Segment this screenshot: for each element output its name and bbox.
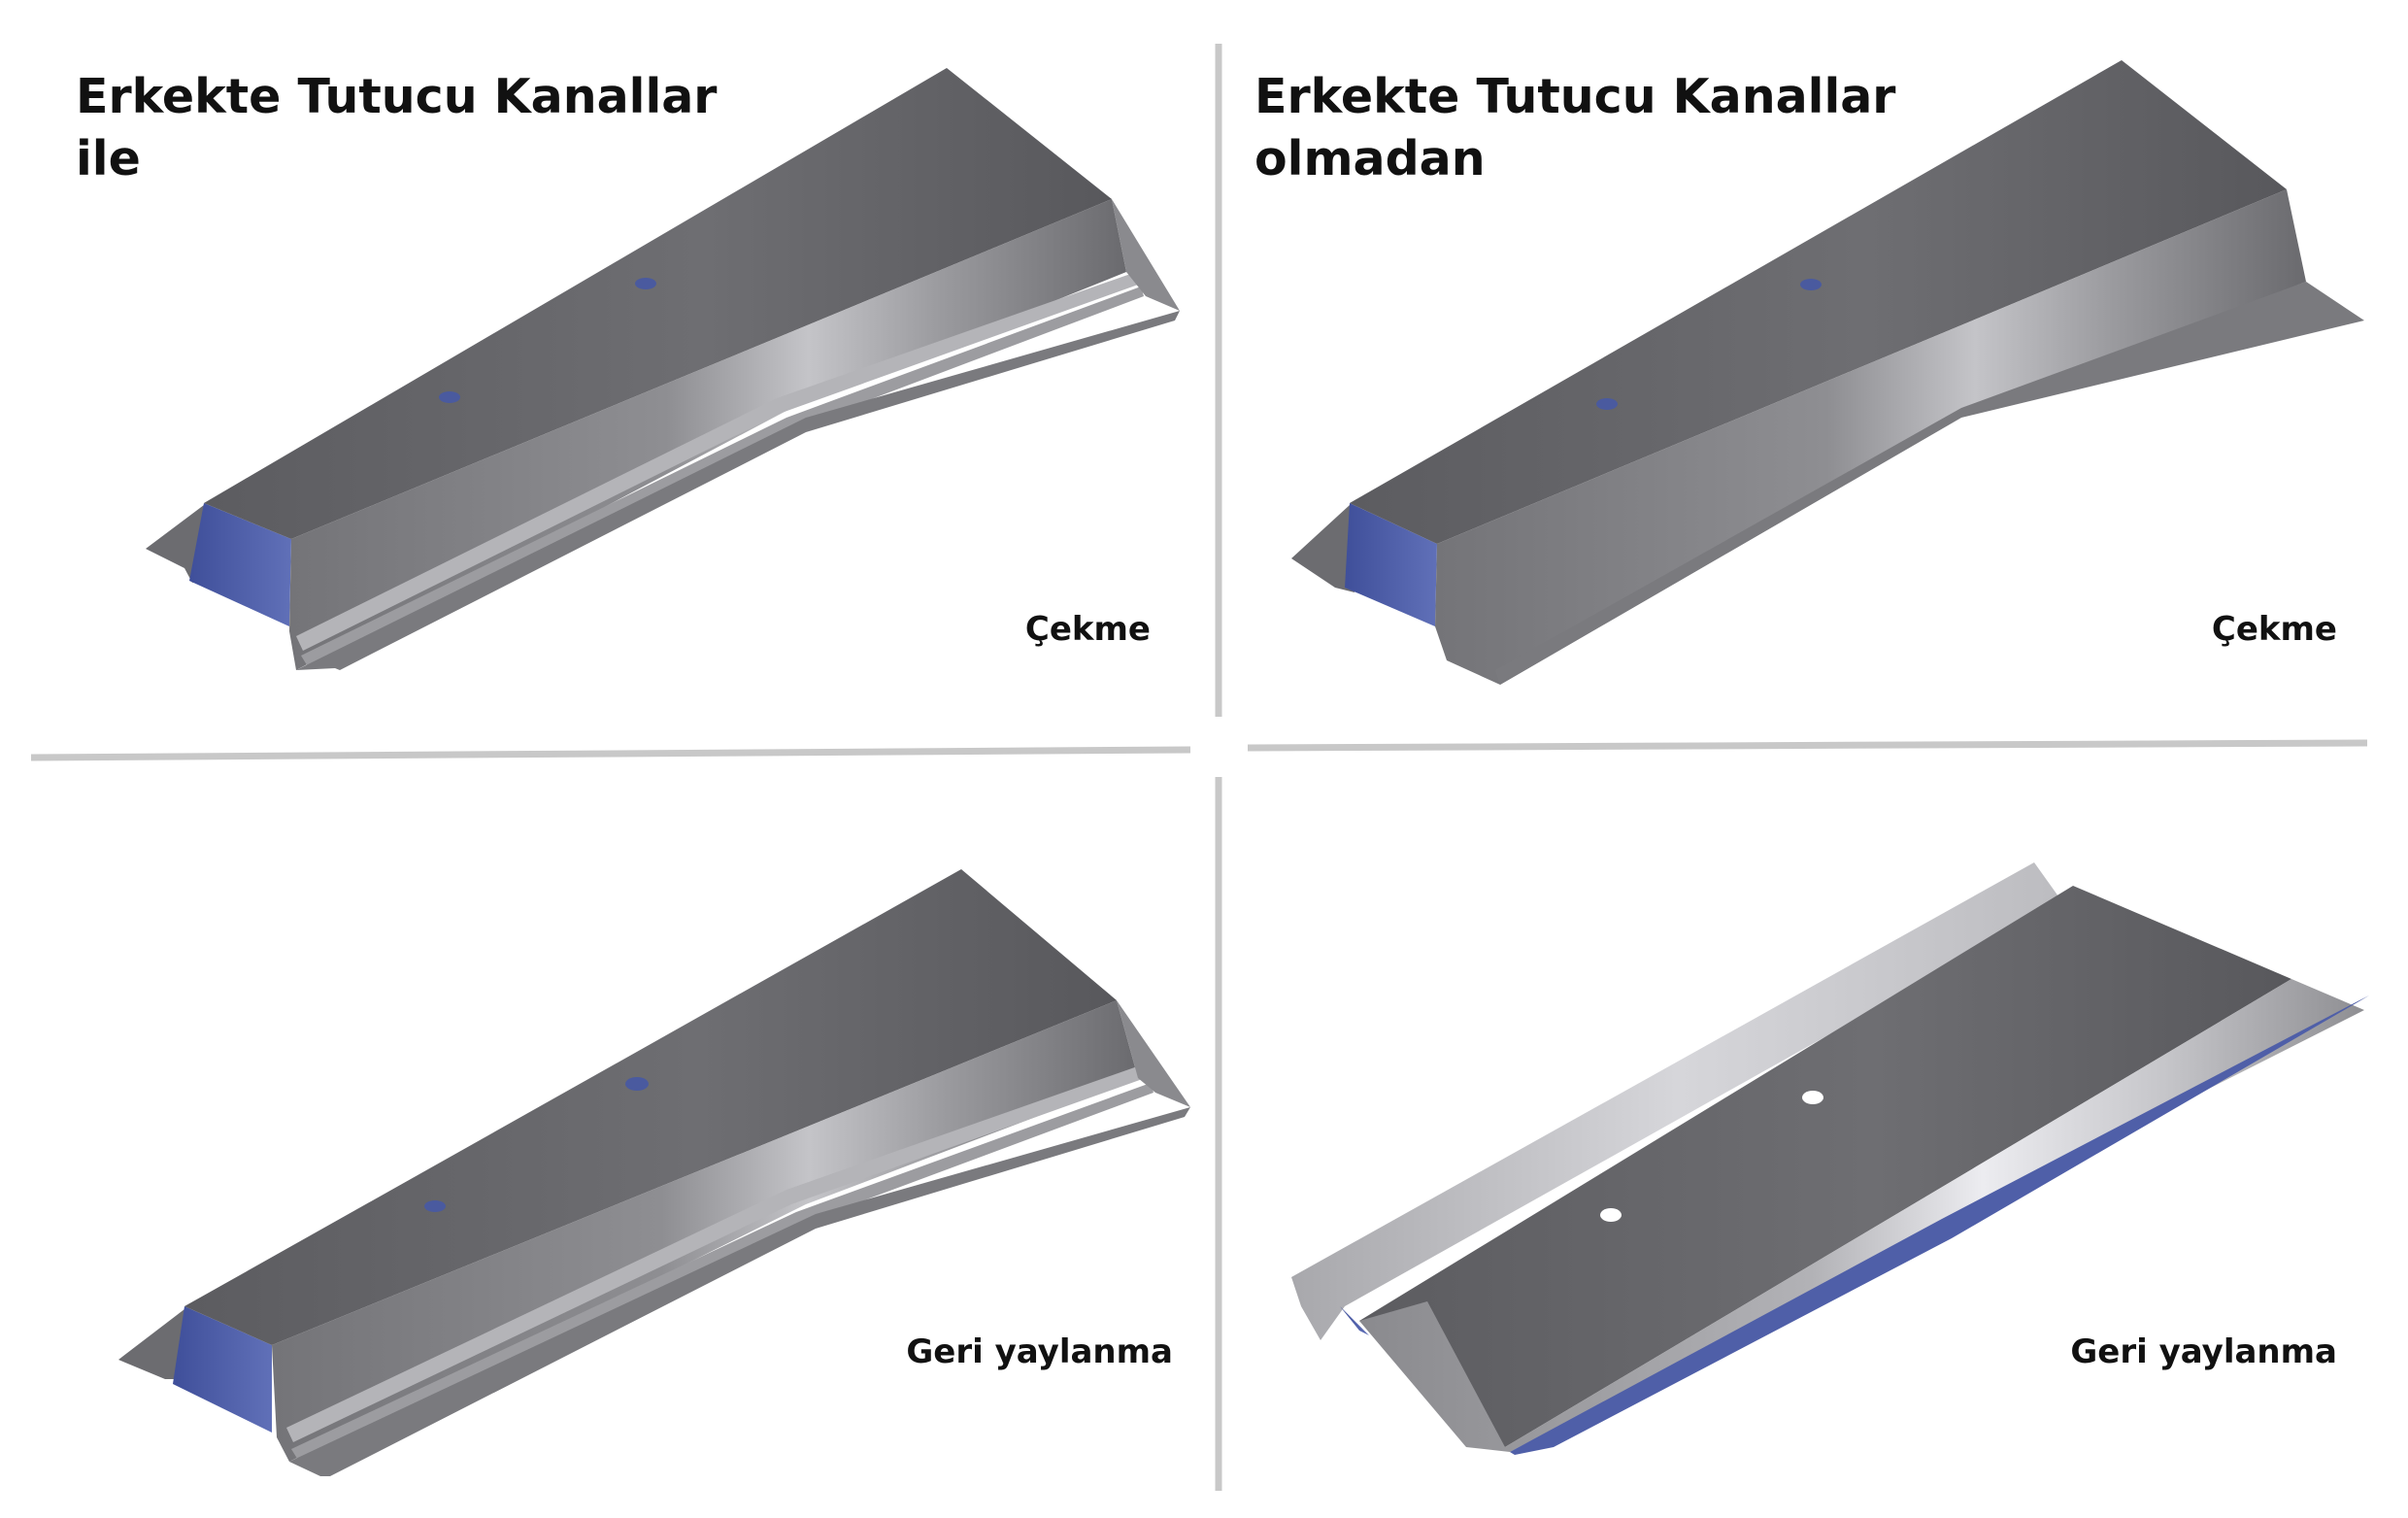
title-left: Erkekte Tutucu Kanallar ile (76, 66, 717, 190)
part-bl-hole-upper (625, 1077, 649, 1091)
part-tl-inner-wall (189, 503, 291, 626)
part-br-right-wall (1359, 979, 2364, 1452)
part-br-hole-lower (1600, 1208, 1622, 1222)
part-tr-inner-wall (1345, 503, 1437, 626)
part-tr-hole-lower (1596, 398, 1618, 410)
part-br-hole-upper (1802, 1091, 1823, 1104)
part-top-right (1291, 60, 2364, 685)
part-bottom-right (1291, 862, 2369, 1455)
part-tl-hole-upper (635, 278, 656, 289)
part-tr-hole-upper (1800, 279, 1822, 290)
part-tl-hole-lower (439, 391, 460, 403)
part-br-inner-blue (1340, 1306, 1369, 1335)
title-right-line2: olmadan (1254, 131, 1486, 186)
title-left-line1: Erkekte Tutucu Kanallar (76, 69, 718, 124)
caption-top-left: Çekme (1024, 610, 1151, 649)
part-tr-bottom-flange (1495, 282, 2364, 685)
part-bl-flange-left (118, 1309, 184, 1379)
part-bl-bottom-flange (289, 1107, 1190, 1476)
part-br-underside-blue (1510, 995, 2369, 1455)
part-bl-hole-lower (424, 1200, 446, 1212)
title-left-line2: ile (76, 131, 141, 186)
part-tr-right-wall (1435, 189, 2306, 685)
part-top-left (146, 68, 1180, 670)
title-right-line1: Erkekte Tutucu Kanallar (1254, 69, 1896, 124)
part-tl-flange-left (146, 505, 206, 583)
title-right: Erkekte Tutucu Kanallar olmadan (1254, 66, 1895, 190)
part-tr-top-flat (1350, 60, 2287, 544)
divider-horizontal-right (1247, 739, 2368, 752)
part-bl-bead-outer (286, 1063, 1151, 1442)
part-tl-right-flange (1112, 199, 1180, 311)
caption-bottom-right: Geri yaylanma (2070, 1332, 2337, 1371)
caption-bottom-left: Geri yaylanma (906, 1332, 1173, 1371)
part-br-left-flange-lifted (1291, 862, 2063, 1340)
part-bl-top-flat (184, 869, 1117, 1345)
part-tr-flange-left (1291, 505, 1354, 592)
part-br-top-flat (1359, 886, 2291, 1447)
part-tl-top-flat (204, 68, 1112, 539)
part-bl-right-flange (1117, 1000, 1190, 1107)
part-bl-inner-wall (173, 1306, 272, 1433)
part-bottom-left (118, 869, 1190, 1476)
part-tl-bead-outer (296, 272, 1141, 651)
caption-top-right: Çekme (2211, 610, 2337, 649)
part-tl-bottom-flange (296, 311, 1180, 670)
divider-horizontal-left (30, 746, 1191, 761)
